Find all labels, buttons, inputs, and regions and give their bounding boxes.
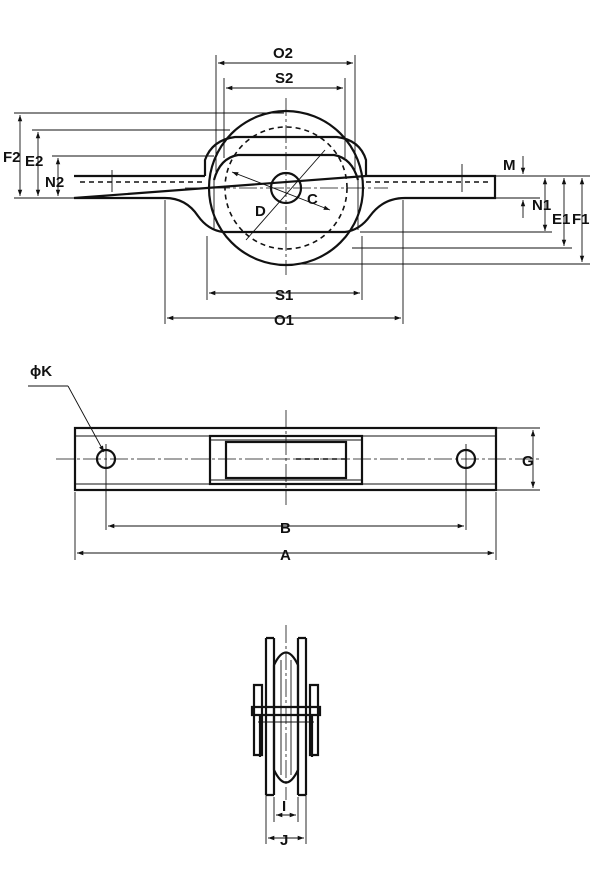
- label-B: B: [280, 520, 291, 537]
- front-view: D C O2 S2 F2 E2 N2 M N1: [3, 45, 590, 329]
- label-D: D: [255, 203, 266, 220]
- label-K: ϕK: [30, 363, 52, 380]
- mounting-plate: [73, 174, 497, 234]
- label-C: C: [307, 191, 318, 208]
- label-I: I: [282, 798, 286, 815]
- label-S2: S2: [275, 70, 293, 87]
- label-N2: N2: [45, 174, 64, 191]
- label-E1: E1: [552, 211, 570, 228]
- label-N1: N1: [532, 197, 551, 214]
- label-E2: E2: [25, 153, 43, 170]
- label-G: G: [522, 453, 534, 470]
- side-view: I J: [250, 625, 322, 849]
- label-A: A: [280, 547, 291, 564]
- label-M: M: [503, 157, 516, 174]
- label-J: J: [280, 832, 288, 849]
- label-F1: F1: [572, 211, 590, 228]
- label-F2: F2: [3, 149, 21, 166]
- top-view: ϕK G B A: [28, 363, 540, 564]
- label-O1: O1: [274, 312, 294, 329]
- label-S1: S1: [275, 287, 293, 304]
- label-O2: O2: [273, 45, 293, 62]
